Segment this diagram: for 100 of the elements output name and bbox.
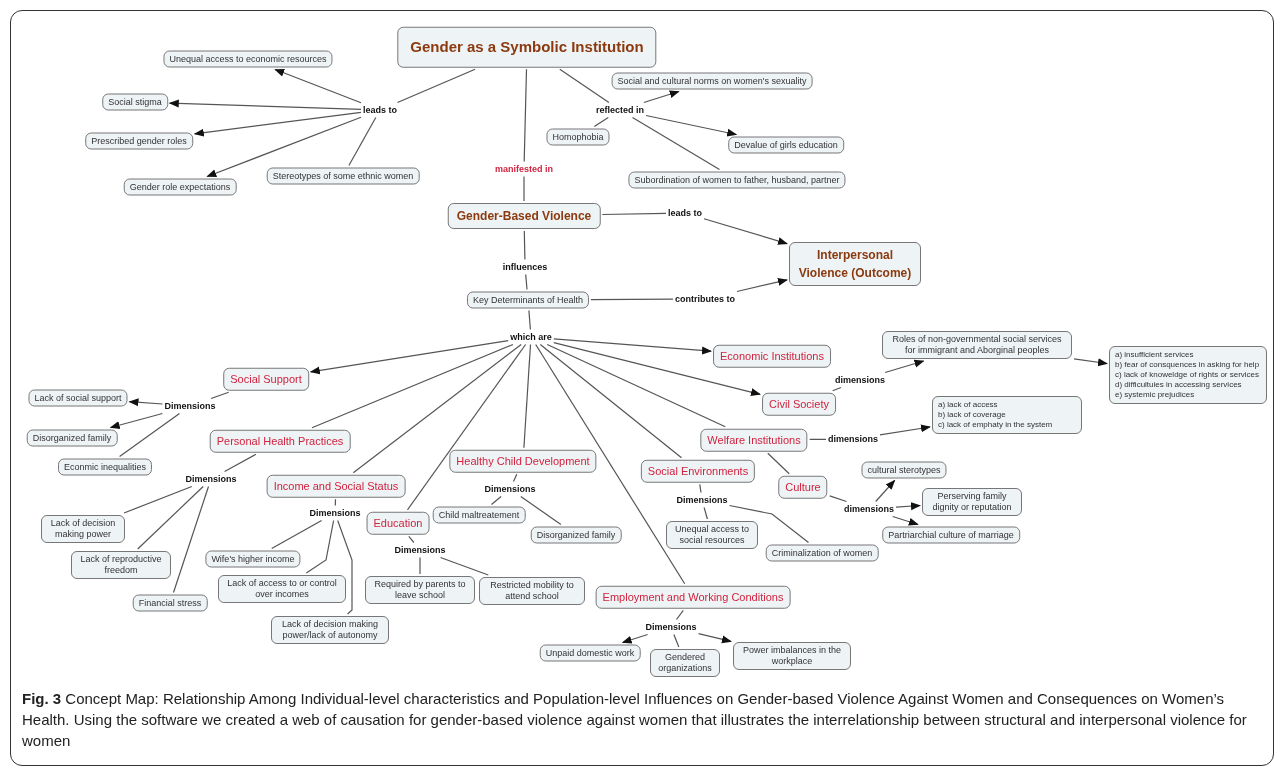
concept-box: Unequal access to economic resources — [163, 50, 333, 68]
concept-box: Education — [366, 511, 430, 535]
connector-line — [539, 343, 683, 459]
concept-box: Criminalization of women — [765, 544, 879, 562]
list-item: a) lack of access — [938, 400, 999, 410]
arrow — [875, 479, 896, 503]
connector-line — [439, 556, 489, 576]
concept-box: Gendered organizations — [650, 649, 720, 677]
concept-box: Lack of decision making power/lack of autonomy — [271, 616, 389, 644]
arrow — [645, 114, 738, 137]
concept-box: Homophobia — [546, 128, 610, 146]
connector-line — [535, 343, 686, 585]
concept-box — [932, 396, 1082, 434]
concept-box: Employment and Working Conditions — [595, 585, 791, 609]
concept-box: Gender role expectations — [123, 178, 237, 196]
connector-line — [528, 309, 531, 331]
connector-line — [767, 452, 790, 475]
linking-phrase: dimensions — [835, 374, 885, 386]
connector-line — [523, 68, 528, 163]
connector-line — [523, 230, 526, 261]
concept-box: Power imbalances in the workplace — [733, 642, 851, 670]
connector-line — [673, 633, 680, 648]
connector-line — [210, 391, 230, 400]
concept-box: Subordination of women to father, husband, partner — [628, 171, 846, 189]
connector-line — [408, 535, 415, 544]
concept-box: Lack of reproductive freedom — [71, 551, 171, 579]
connector-line — [311, 343, 514, 429]
connector-line — [525, 273, 528, 291]
connector-line — [559, 68, 610, 104]
arrow — [206, 116, 362, 178]
linking-phrase: manifested in — [495, 163, 553, 175]
list-item: a) insufficient services — [1115, 350, 1195, 360]
concept-box: Financial stress — [132, 594, 208, 612]
connector-line — [123, 485, 193, 514]
connector-line — [512, 473, 518, 483]
arrow — [895, 502, 921, 511]
connector-line — [305, 519, 335, 574]
concept-box: Stereotypes of some ethnic women — [266, 167, 420, 185]
arrow — [697, 633, 732, 644]
figure-caption: Fig. 3 Concept Map: Relationship Among Individual-level characteristics and Population-level Influences on Gender-based Violence Against Women and Consequences on Women’s Health. Using the software we created a web of causation for gender-based violence against women that illustrates the interrelationship between structural and interpersonal violence for women — [22, 689, 1248, 751]
connector-line — [523, 343, 532, 449]
concept-box: Econmic inequalities — [58, 458, 152, 476]
connector-line — [809, 438, 827, 440]
connector-line — [490, 495, 502, 506]
connector-line — [699, 483, 702, 494]
connector-line — [703, 506, 708, 520]
concept-box: Healthy Child Development — [449, 449, 597, 473]
arrow — [703, 218, 788, 245]
linking-phrase: Dimensions — [185, 473, 237, 485]
concept-box: Partriarchial culture of marriage — [882, 526, 1020, 544]
linking-phrase: Dimensions — [309, 507, 361, 519]
concept-box: cultural sterotypes — [861, 461, 947, 479]
arrow — [553, 342, 761, 396]
arrow — [884, 359, 925, 374]
concept-box: Wife's higher income — [205, 550, 301, 568]
concept-box: Civil Society — [762, 392, 836, 416]
linking-phrase: influences — [502, 261, 548, 273]
concept-box: Prescribed gender roles — [85, 132, 193, 150]
connector-line — [593, 116, 609, 128]
arrow — [736, 278, 788, 293]
concept-box: Gender-Based Violence — [447, 203, 601, 229]
list-item: b) lack of coverage — [938, 410, 1007, 420]
connector-line — [631, 116, 721, 171]
arrow — [553, 338, 712, 355]
arrow — [621, 633, 649, 644]
list-item: e) systemic prejudices — [1115, 390, 1196, 400]
concept-box: Key Determinants of Health — [466, 291, 590, 309]
concept-box: Disorganized family — [26, 429, 118, 447]
arrow — [879, 424, 931, 436]
concept-box: Social Environments — [640, 459, 756, 483]
arrow — [643, 90, 680, 104]
linking-phrase: dimensions — [844, 503, 894, 515]
arrow — [168, 99, 362, 110]
concept-box: Social Support — [223, 367, 309, 391]
concept-box: Lack of decision making power — [41, 515, 125, 543]
concept-box: Lack of access to or control over incomes — [218, 575, 346, 603]
list-item: c) lack of knoweldge of rights or services — [1115, 370, 1261, 380]
concept-box: Social stigma — [102, 93, 168, 111]
connector-line — [546, 343, 726, 428]
connector-line — [172, 485, 210, 594]
concept-box: Income and Social Status — [266, 474, 406, 498]
concept-box: Interpersonal Violence (Outcome) — [789, 242, 921, 286]
connector-line — [224, 453, 257, 473]
connector-line — [728, 504, 810, 544]
arrow — [309, 340, 509, 375]
connector-line — [520, 495, 562, 526]
connector-line — [406, 343, 527, 511]
arrow — [892, 515, 919, 526]
concept-box: Restricted mobility to attend school — [479, 577, 585, 605]
connector-line — [348, 116, 377, 167]
linking-phrase: Dimensions — [676, 494, 728, 506]
connector-line — [137, 485, 204, 550]
concept-box: Child maltreatement — [432, 506, 526, 524]
connector-line — [523, 175, 525, 202]
concept-box: Perserving family dignity or reputation — [922, 488, 1022, 516]
connector-line — [601, 212, 667, 216]
connector-line — [590, 298, 674, 301]
concept-box: Roles of non-governmental social services for immigrant and Aborginal peoples — [882, 331, 1072, 359]
concept-box: Economic Institutions — [713, 344, 831, 368]
connector-line — [352, 343, 522, 474]
